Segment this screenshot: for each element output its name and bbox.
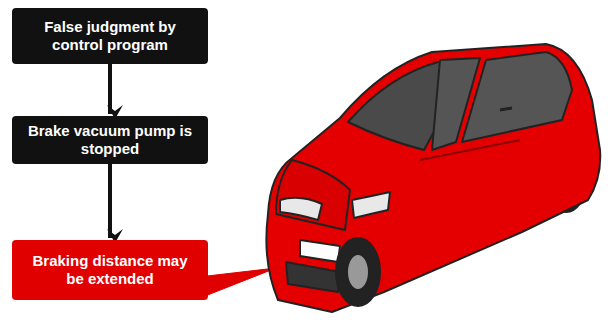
flow-arrow bbox=[108, 164, 112, 238]
callout-box: Braking distance may be extended bbox=[12, 240, 208, 300]
box-text: Braking distance may be extended bbox=[22, 252, 198, 288]
process-box: Brake vacuum pump is stopped bbox=[12, 116, 208, 164]
flow-arrow bbox=[108, 64, 112, 114]
box-text: False judgment by control program bbox=[22, 18, 198, 54]
box-text: Brake vacuum pump is stopped bbox=[22, 122, 198, 158]
process-box: False judgment by control program bbox=[12, 8, 208, 64]
red-car bbox=[266, 44, 600, 312]
